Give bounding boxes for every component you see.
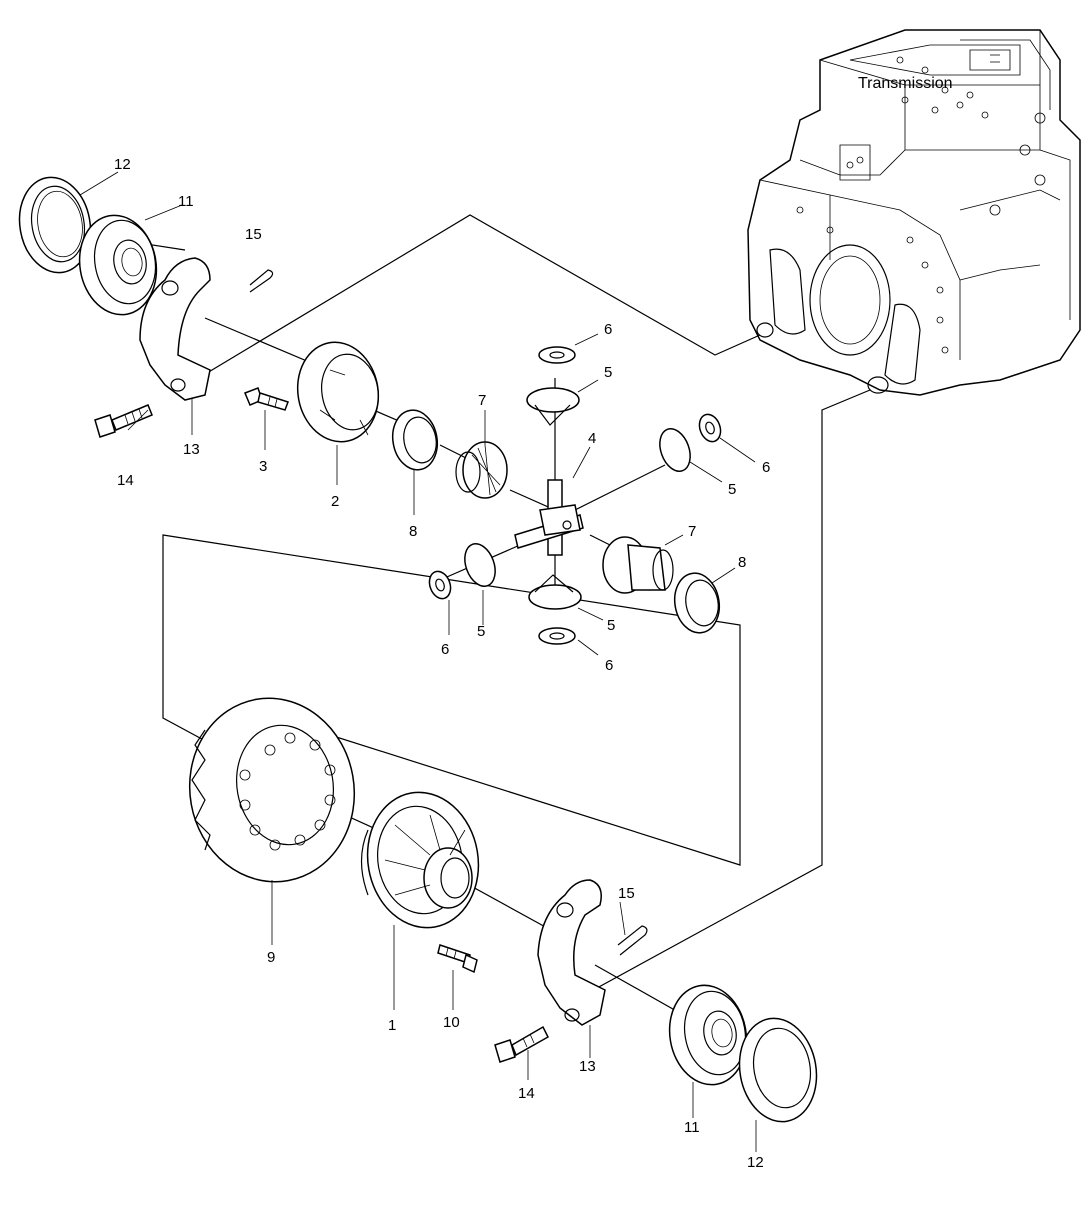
label-part-11-bottom: 11 (684, 1119, 700, 1136)
leader-lines (79, 171, 757, 1152)
transmission-housing: Transmission (747, 29, 1081, 396)
part-11-bearing-bottom (668, 984, 748, 1086)
transmission-label: Transmission (858, 75, 953, 92)
label-part-15-top: 15 (245, 226, 262, 243)
part-3-bolt (244, 387, 289, 411)
label-part-14-top: 14 (117, 472, 134, 489)
label-part-3: 3 (259, 458, 267, 475)
label-part-5-b: 5 (728, 481, 736, 498)
label-part-7-bottom: 7 (688, 523, 696, 540)
part-9-ring-gear (188, 697, 356, 883)
part-7-gear-bottom (602, 536, 674, 594)
part-2-adjuster-nut (296, 341, 380, 443)
label-part-5-d: 5 (607, 617, 615, 634)
part-number-labels: 12 11 15 13 14 3 2 8 7 6 5 4 6 5 7 8 6 5… (114, 156, 770, 1171)
label-part-12-bottom: 12 (747, 1154, 764, 1171)
label-part-15-bottom: 15 (618, 885, 635, 902)
part-8-race-bottom (673, 572, 721, 634)
label-part-14-bottom: 14 (518, 1085, 535, 1102)
label-part-6-a: 6 (604, 321, 612, 338)
label-part-5-a: 5 (604, 364, 612, 381)
part-11-bearing-top (78, 214, 158, 316)
part-5-pinion-gears (464, 387, 691, 610)
label-part-6-d: 6 (605, 657, 613, 674)
part-8-race-top (391, 409, 439, 471)
label-part-12-top: 12 (114, 156, 131, 173)
part-15-pin-bottom (617, 925, 648, 956)
part-13-cap-top (139, 257, 211, 401)
label-part-4: 4 (588, 430, 596, 447)
label-part-6-b: 6 (762, 459, 770, 476)
label-part-1: 1 (388, 1017, 396, 1034)
part-1-diff-case (360, 791, 480, 929)
label-part-11-top: 11 (178, 193, 194, 210)
part-14-bolt-top (94, 404, 153, 438)
part-15-pin-top (249, 269, 274, 293)
part-13-cap-bottom (537, 879, 606, 1026)
label-part-10: 10 (443, 1014, 460, 1031)
part-12-seal-bottom (738, 1017, 818, 1123)
label-part-8-top: 8 (409, 523, 417, 540)
label-part-8-bottom: 8 (738, 554, 746, 571)
part-4-spider (514, 479, 584, 556)
label-part-6-c: 6 (441, 641, 449, 658)
part-10-bolt (437, 944, 478, 974)
part-14-bolt-bottom (494, 1025, 549, 1063)
label-part-9: 9 (267, 949, 275, 966)
part-12-seal-top (18, 176, 92, 274)
label-part-5-c: 5 (477, 623, 485, 640)
part-6-washers (428, 346, 722, 645)
part-7-gear-top (455, 441, 508, 499)
label-part-2: 2 (331, 493, 339, 510)
label-part-13-bottom: 13 (579, 1058, 596, 1075)
label-part-7-top: 7 (478, 392, 486, 409)
label-part-13-top: 13 (183, 441, 200, 458)
